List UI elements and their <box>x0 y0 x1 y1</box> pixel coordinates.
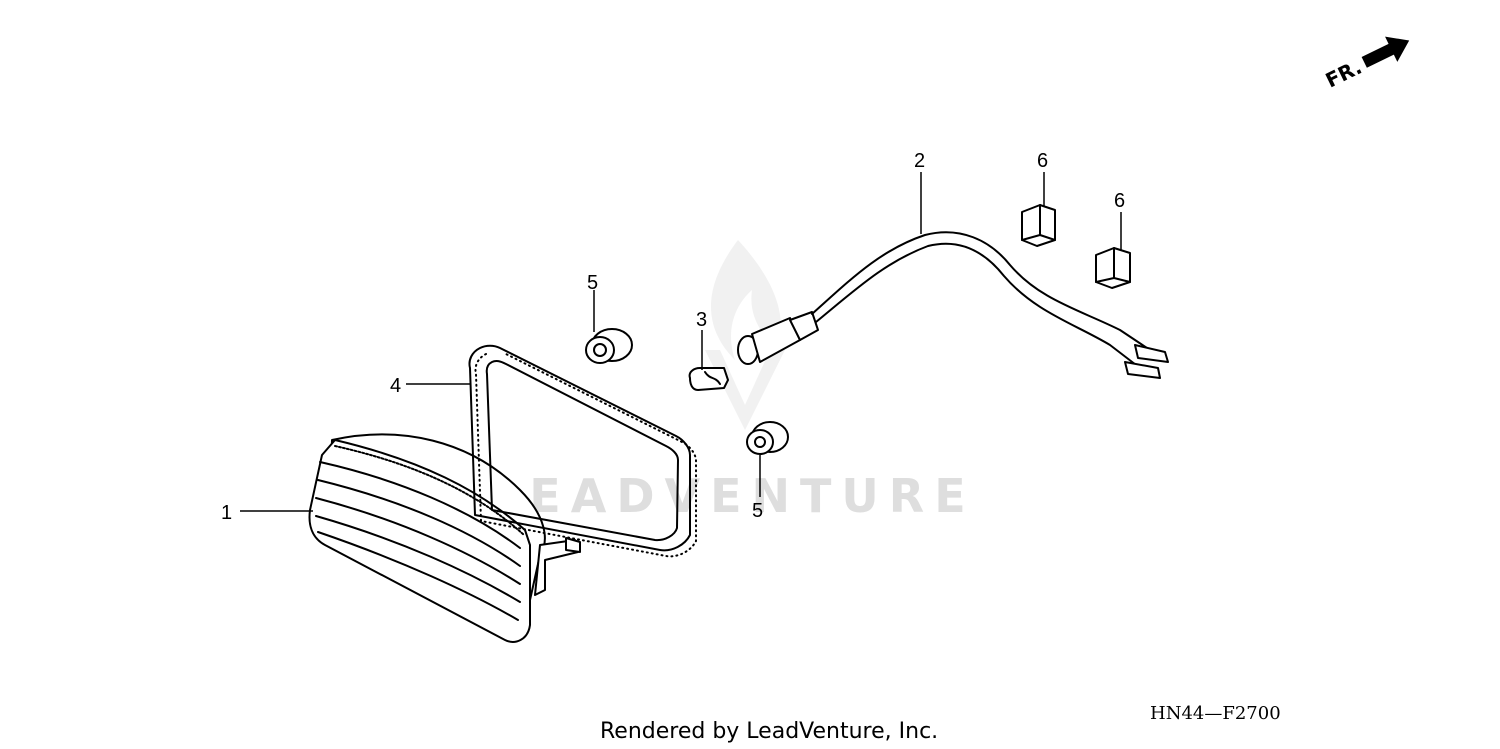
leader-lines <box>240 172 1122 512</box>
watermark-text: LEADVENTURE <box>490 469 976 523</box>
callout-5-lower: 5 <box>752 500 763 522</box>
part-4-gasket <box>468 344 697 558</box>
part-5-grommet-upper <box>585 328 633 364</box>
arrow-icon <box>1361 36 1410 68</box>
callout-4: 4 <box>390 375 401 397</box>
part-2-socket-harness <box>737 231 1169 379</box>
part-1-lamp-housing <box>308 433 581 643</box>
callout-5-upper: 5 <box>587 272 598 294</box>
callout-3: 3 <box>696 309 707 331</box>
part-6-clip-upper <box>1021 204 1056 247</box>
front-direction-label: FR. <box>1322 55 1366 93</box>
part-6-clip-lower <box>1095 247 1131 289</box>
front-direction-marker: FR. <box>1322 36 1410 93</box>
callout-2: 2 <box>914 150 925 172</box>
callout-6-upper: 6 <box>1037 150 1048 172</box>
part-3-bulb <box>688 367 729 391</box>
part-5-grommet-lower <box>746 421 789 455</box>
diagram-code: HN44—F2700 <box>1150 703 1281 724</box>
render-credit: Rendered by LeadVenture, Inc. <box>600 719 938 744</box>
callout-1: 1 <box>221 502 232 524</box>
callout-6-lower: 6 <box>1114 190 1125 212</box>
